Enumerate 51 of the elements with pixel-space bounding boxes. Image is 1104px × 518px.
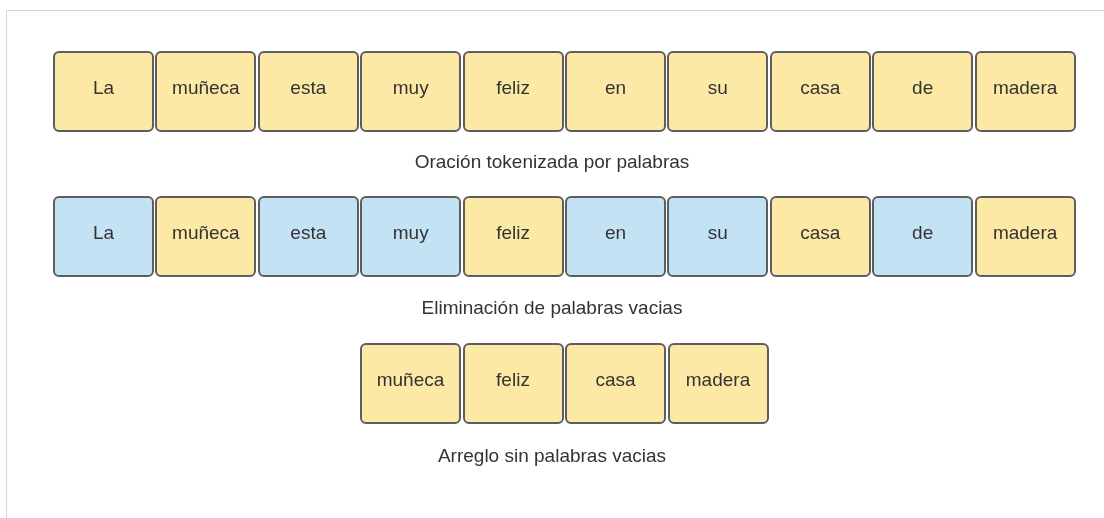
word-token-box <box>155 51 257 132</box>
word-token-box <box>257 51 359 132</box>
token-word: en <box>604 222 627 244</box>
token-word: casa <box>800 77 841 99</box>
word-token-box <box>462 51 564 132</box>
token-word: esta <box>290 77 327 99</box>
token-word: feliz <box>496 222 530 244</box>
word-token-box <box>360 196 462 277</box>
word-token-box <box>872 196 974 277</box>
word-token-box <box>360 343 461 424</box>
token-word: muy <box>392 77 429 99</box>
word-token-box <box>974 51 1076 132</box>
token-word: madera <box>685 369 751 391</box>
row-caption: Arreglo sin palabras vacias <box>437 445 667 466</box>
token-word: en <box>604 77 627 99</box>
token-word: su <box>707 77 728 99</box>
word-token-box <box>155 196 257 277</box>
token-word: feliz <box>496 369 530 391</box>
token-word: La <box>92 222 115 244</box>
token-word: esta <box>290 222 327 244</box>
word-token-box <box>974 196 1076 277</box>
token-word: casa <box>595 369 636 391</box>
word-token-box <box>53 196 154 277</box>
row-caption: Oración tokenizada por palabras <box>414 151 690 172</box>
word-token-box <box>565 196 666 277</box>
token-word: su <box>707 222 728 244</box>
word-token-box <box>769 196 871 277</box>
word-token-box <box>667 343 769 424</box>
token-word: de <box>912 77 934 99</box>
token-word: feliz <box>496 77 530 99</box>
token-word: muy <box>392 222 429 244</box>
word-token-box <box>872 51 974 132</box>
word-token-box <box>462 343 564 424</box>
word-token-box <box>667 51 769 132</box>
token-word: muñeca <box>172 77 240 99</box>
token-word: de <box>912 222 934 244</box>
token-word: muñeca <box>376 369 445 391</box>
word-token-box <box>565 51 666 132</box>
word-token-box <box>769 51 871 132</box>
token-word: muñeca <box>172 222 240 244</box>
token-word: casa <box>800 222 841 244</box>
word-token-box <box>360 51 462 132</box>
word-token-box <box>565 343 666 424</box>
token-word: madera <box>992 77 1058 99</box>
word-token-box <box>53 51 154 132</box>
word-token-box <box>667 196 769 277</box>
word-token-box <box>462 196 564 277</box>
row-caption: Eliminación de palabras vacias <box>421 297 683 318</box>
word-token-box <box>257 196 359 277</box>
token-word: madera <box>992 222 1058 244</box>
token-word: La <box>92 77 115 99</box>
